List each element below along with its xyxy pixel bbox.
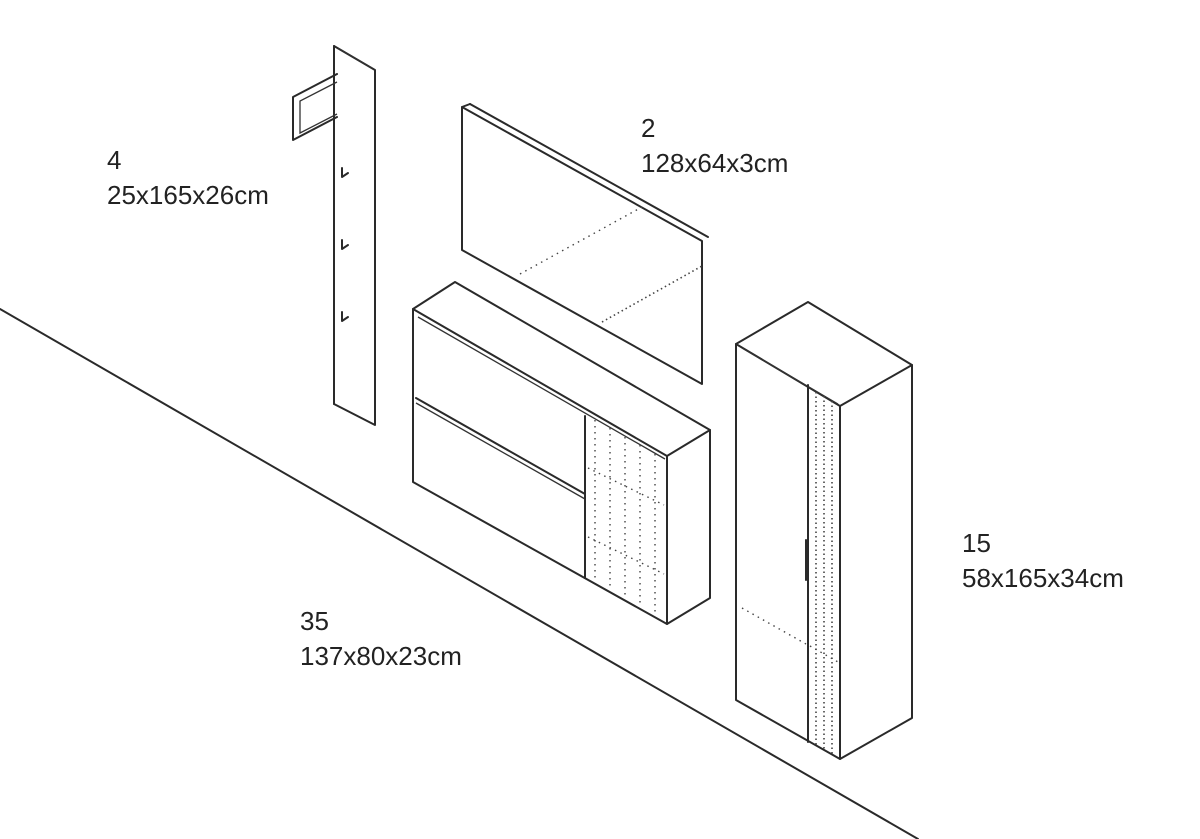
shoe-cabinet-code: 35	[300, 606, 329, 636]
coat-rack-label: 4 25x165x26cm	[107, 143, 269, 213]
coat-rack-drawing	[292, 45, 376, 426]
tall-cabinet-label: 15 58x165x34cm	[962, 526, 1124, 596]
mirror-label: 2 128x64x3cm	[641, 111, 788, 181]
tall-cabinet-code: 15	[962, 528, 991, 558]
coat-rack-dimensions: 25x165x26cm	[107, 180, 269, 210]
mirror-dimensions: 128x64x3cm	[641, 148, 789, 178]
shoe-cabinet-dimensions: 137x80x23cm	[300, 641, 462, 671]
shoe-cabinet-label: 35 137x80x23cm	[300, 604, 462, 674]
coat-rack-code: 4	[107, 145, 122, 175]
shoe-cabinet-drawing	[412, 281, 711, 625]
tall-cabinet-drawing	[735, 301, 913, 760]
mirror-drawing	[461, 103, 709, 385]
mirror-code: 2	[641, 113, 656, 143]
floor-line	[0, 308, 919, 839]
tall-cabinet-dimensions: 58x165x34cm	[962, 563, 1124, 593]
